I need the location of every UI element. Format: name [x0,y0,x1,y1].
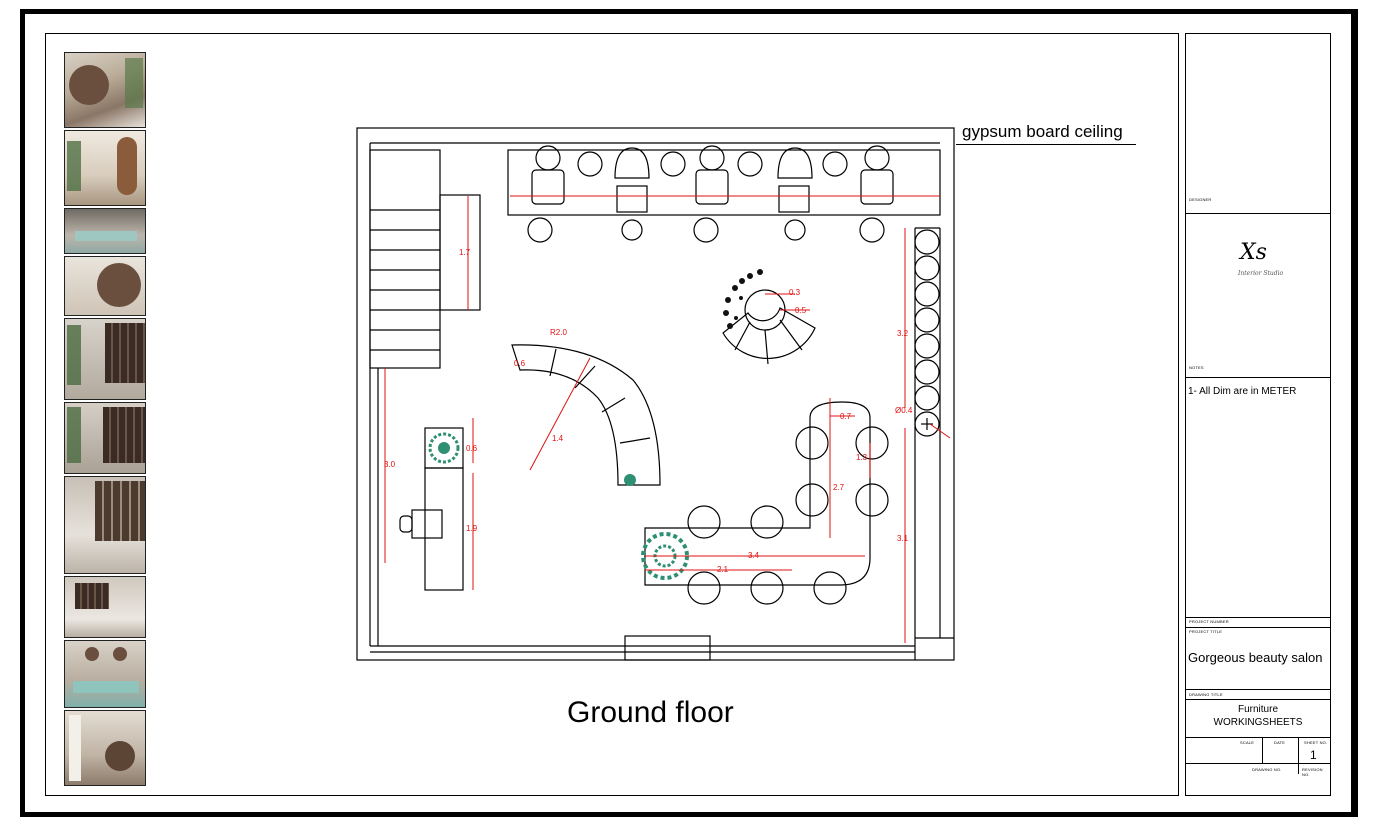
dim-label-14: 2.7 [833,483,845,492]
dim-label-9: 0.5 [795,306,807,315]
entrance-door [624,635,711,661]
designer-label: DESIGNER [1189,197,1212,202]
dimension-lines [384,195,951,643]
drawing-caption: Ground floor [567,696,734,729]
notes-text: 1- All Dim are in METER [1188,386,1297,397]
drawing-title-label-cell: DRAWING TITLE [1186,689,1330,699]
thumbnail-shelving-render-3[interactable] [64,476,146,574]
drawing-area [45,33,1179,796]
sheet-border [20,9,1358,817]
thumbnail-shelving-render-2[interactable] [64,402,146,474]
designer-cell: Xs Interior Studio [1186,213,1330,323]
project-number-cell: PROJECT NUMBER [1186,617,1330,627]
dim-label-17: 3.1 [897,534,909,543]
drawing-no-cell: DRAWING NO. REVISION NO. [1186,763,1330,777]
notes-label: NOTES [1189,365,1204,370]
dim-label-8: 0.3 [789,288,801,297]
thumbnail-corridor-render[interactable] [64,710,146,786]
drawing-title-cell: Furniture WORKINGSHEETS [1186,699,1330,737]
date-label: DATE [1274,740,1286,745]
cashier-desk [424,467,464,591]
dim-label-16: 2.1 [717,565,729,574]
dim-label-6: 0.6 [514,359,526,368]
dim-label-11: Ø0.4 [895,406,913,415]
dim-label-12: 0.7 [840,412,852,421]
project-title: Gorgeous beauty salon [1188,650,1323,665]
sheet-no-label: SHEET NO. [1304,740,1328,745]
drawing-no-label: DRAWING NO. [1252,767,1282,772]
drawing-title-label: DRAWING TITLE [1189,692,1223,697]
dim-label-2: 3.0 [384,460,396,469]
dim-label-1: 1.7 [459,248,471,257]
thumbnail-wash-basin-render[interactable] [64,640,146,708]
thumbnail-shelving-render-1[interactable] [64,318,146,400]
sheet-number: 1 [1310,748,1317,762]
round-seat-bench [722,307,816,360]
dim-label-5: R2.0 [550,328,567,337]
staircase [369,149,441,369]
thumbnail-reception-render-2[interactable] [64,256,146,316]
drawing-title-line2: WORKINGSHEETS [1213,717,1303,728]
floor-plan [356,127,955,661]
styling-counter [507,149,941,216]
office-chair [411,509,443,539]
drawing-title-line1: Furniture [1237,704,1278,715]
person-figures [527,145,894,243]
ceiling-leader-line [956,144,1136,145]
project-title-label: PROJECT TITLE [1189,629,1223,634]
thumbnail-wash-area-render[interactable] [64,208,146,254]
display-shelf [439,194,481,311]
studio-logo-subtext: Interior Studio [1238,270,1284,277]
dim-label-3: 0.6 [466,444,478,453]
thumbnail-reception-render-1[interactable] [64,52,146,128]
l-shaped-sofa [644,401,871,586]
wall-stools [914,229,940,437]
revision-label: REVISION NO. [1302,767,1323,777]
project-title-cell: PROJECT TITLE Gorgeous beauty salon [1186,627,1330,689]
studio-logo: Xs [1240,240,1267,265]
dim-label-10: 3.2 [897,329,909,338]
dim-label-13: 1.3 [856,453,868,462]
sheet-info-cell: SCALE DATE SHEET NO. 1 [1186,737,1330,764]
curved-reception-desk [511,344,661,486]
dim-label-7: 1.4 [552,434,564,443]
project-number-label: PROJECT NUMBER [1189,619,1229,624]
notes-cell: 1- All Dim are in METER [1186,377,1330,617]
thumbnail-mirror-station-render[interactable] [64,130,146,206]
dim-label-4: 1.9 [466,524,478,533]
dim-label-15: 3.4 [748,551,760,560]
planter-dots [723,269,763,329]
thumbnail-lounge-render[interactable] [64,576,146,638]
scale-label: SCALE [1240,740,1255,745]
title-block: DESIGNER Xs Interior Studio NOTES 1- All… [1185,33,1331,796]
outer-wall [356,127,955,661]
ceiling-note: gypsum board ceiling [962,122,1123,141]
